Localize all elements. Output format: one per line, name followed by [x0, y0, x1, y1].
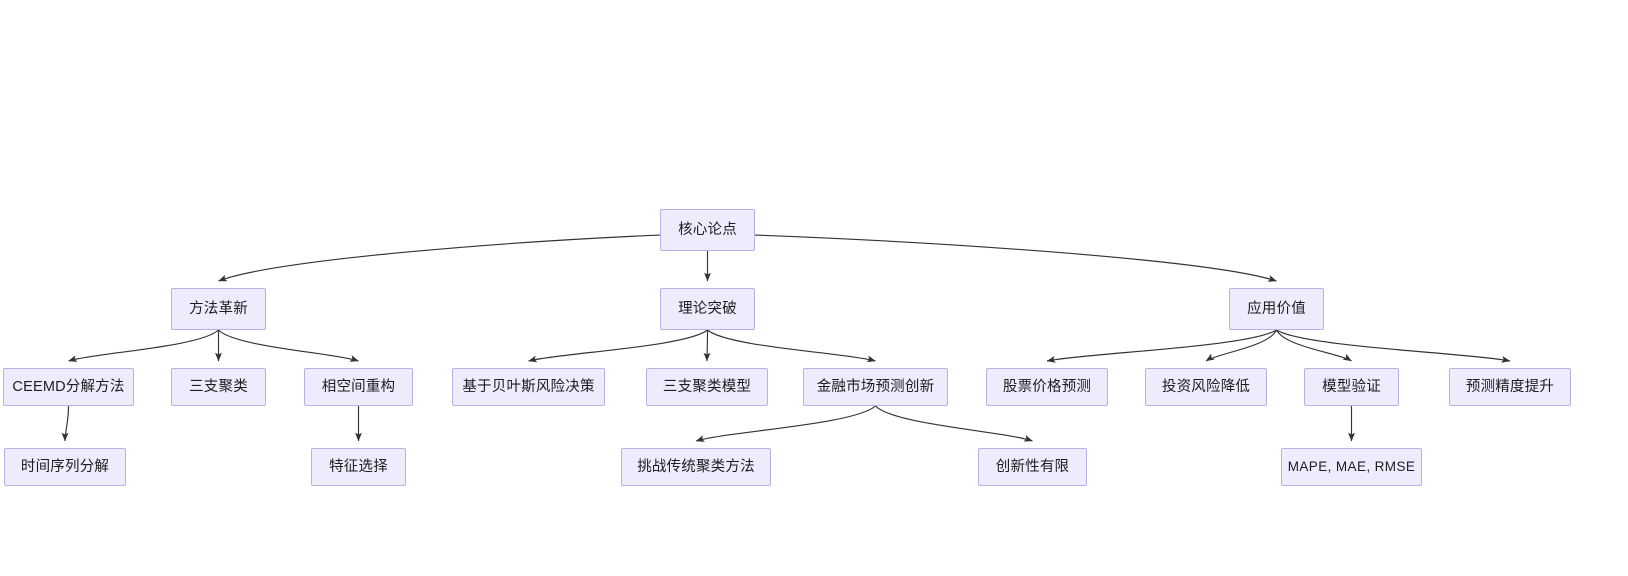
diagram-node[interactable]: CEEMD分解方法: [3, 368, 134, 406]
diagram-node-label: 应用价值: [1247, 300, 1306, 317]
diagram-node-label: MAPE, MAE, RMSE: [1287, 459, 1416, 475]
diagram-node[interactable]: MAPE, MAE, RMSE: [1281, 448, 1422, 486]
diagram-node[interactable]: 挑战传统聚类方法: [621, 448, 771, 486]
diagram-node[interactable]: 投资风险降低: [1145, 368, 1267, 406]
diagram-edge: [754, 234, 1277, 282]
diagram-node-label: 特征选择: [329, 458, 388, 475]
diagram-node[interactable]: 模型验证: [1304, 368, 1399, 406]
diagram-node[interactable]: 方法革新: [171, 288, 266, 330]
diagram-node[interactable]: 股票价格预测: [986, 368, 1108, 406]
diagram-node-label: 三支聚类模型: [662, 378, 752, 395]
diagram-node[interactable]: 预测精度提升: [1449, 368, 1571, 406]
diagram-node-label: 投资风险降低: [1161, 378, 1251, 395]
diagram-node-label: CEEMD分解方法: [12, 378, 125, 395]
diagram-edge: [68, 329, 219, 362]
diagram-node[interactable]: 三支聚类: [171, 368, 266, 406]
diagram-node[interactable]: 理论突破: [660, 288, 755, 330]
diagram-edge: [695, 405, 876, 442]
diagram-node-label: 预测精度提升: [1465, 378, 1555, 395]
diagram-edge: [1275, 329, 1352, 362]
diagram-edge: [1276, 329, 1511, 363]
diagram-node-label: 金融市场预测创新: [816, 378, 935, 395]
diagram-edge: [875, 405, 1033, 442]
diagram-node-label: 创新性有限: [995, 458, 1070, 475]
diagram-node[interactable]: 核心论点: [660, 209, 755, 251]
diagram-node-label: 基于贝叶斯风险决策: [462, 378, 595, 395]
diagram-node[interactable]: 应用价值: [1229, 288, 1324, 330]
diagram-edge: [1205, 329, 1278, 362]
diagram-edge: [1046, 329, 1277, 363]
diagram-node[interactable]: 金融市场预测创新: [803, 368, 948, 406]
diagram-edge: [218, 329, 359, 362]
diagram-node-label: 三支聚类: [189, 378, 248, 395]
diagram-node-label: 模型验证: [1322, 378, 1381, 395]
diagram-node[interactable]: 特征选择: [311, 448, 406, 486]
diagram-edge: [218, 234, 661, 282]
diagram-node[interactable]: 相空间重构: [304, 368, 413, 406]
diagram-node[interactable]: 三支聚类模型: [646, 368, 768, 406]
diagram-node-label: 相空间重构: [321, 378, 396, 395]
diagram-node-label: 挑战传统聚类方法: [637, 458, 755, 475]
diagram-edge: [707, 329, 876, 363]
diagram-node-label: 核心论点: [678, 221, 737, 238]
diagram-node[interactable]: 时间序列分解: [4, 448, 126, 486]
diagram-edge: [703, 329, 711, 362]
diagram-node-label: 时间序列分解: [20, 458, 110, 475]
diagram-node-label: 股票价格预测: [1002, 378, 1092, 395]
diagram-node-label: 理论突破: [678, 300, 737, 317]
diagram-node[interactable]: 创新性有限: [978, 448, 1087, 486]
diagram-edge: [61, 405, 70, 442]
diagram-edge: [528, 329, 708, 363]
diagram-node-label: 方法革新: [189, 300, 248, 317]
diagram-node[interactable]: 基于贝叶斯风险决策: [452, 368, 605, 406]
